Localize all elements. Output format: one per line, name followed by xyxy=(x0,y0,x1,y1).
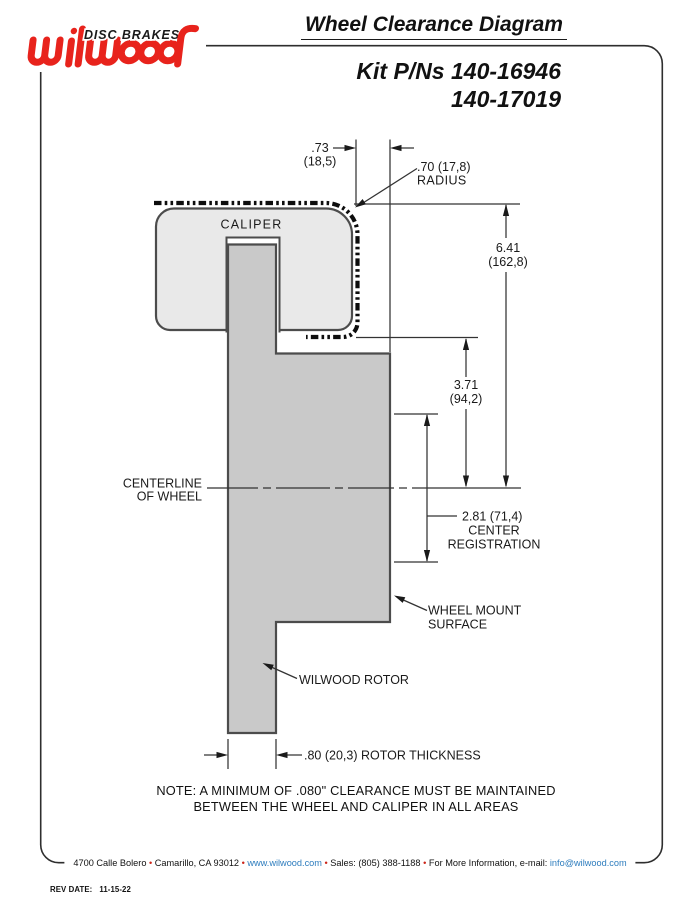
logo-tagline: DISC BRAKES xyxy=(84,28,180,42)
dimension-arrowheads xyxy=(216,144,510,759)
footer-address: 4700 Calle Bolero xyxy=(73,858,147,868)
dim-radius-line2: RADIUS xyxy=(417,174,467,188)
dim-radius-line1: .70 (17,8) xyxy=(417,160,471,174)
footer-more-info: For More Information, e-mail: xyxy=(428,858,548,868)
dim-height-mm: (162,8) xyxy=(488,255,528,269)
footer-bullet: • xyxy=(241,858,245,868)
rotor-cross-section xyxy=(226,243,392,735)
dim-height-inches: 6.41 xyxy=(496,241,520,255)
kit-line2: 140-17019 xyxy=(451,86,561,112)
footer-sales: Sales: (805) 388-1188 xyxy=(330,858,421,868)
logo-d-ascender xyxy=(174,24,200,68)
note-line2: BETWEEN THE WHEEL AND CALIPER IN ALL ARE… xyxy=(193,799,519,815)
rotor-label: WILWOOD ROTOR xyxy=(299,673,409,687)
footer-website-link[interactable]: www.wilwood.com xyxy=(247,858,322,868)
wheel-mount-label-line1: WHEEL MOUNT xyxy=(428,604,522,618)
centerline-label-line1: CENTERLINE xyxy=(123,477,202,491)
logo-i-dot xyxy=(70,27,78,35)
wheel-clearance-phantom-line xyxy=(154,200,360,340)
caliper-label: CALIPER xyxy=(221,218,283,232)
dim-register-line3: REGISTRATION xyxy=(448,538,541,552)
dim-mid-inches: 3.71 xyxy=(454,378,478,392)
rev-label: REV DATE: xyxy=(50,885,93,894)
centerline-label-line2: OF WHEEL xyxy=(137,490,202,504)
footer-bullet: • xyxy=(324,858,328,868)
dim-register-line1: 2.81 (71,4) xyxy=(462,510,522,524)
dim-thickness-label: .80 (20,3) ROTOR THICKNESS xyxy=(304,749,481,763)
kit-part-numbers: Kit P/Ns 140-16946 140-17019 xyxy=(340,57,561,113)
footer-bullet: • xyxy=(149,858,153,868)
footer-city: Camarillo, CA 93012 xyxy=(154,858,240,868)
wheel-mount-label-line2: SURFACE xyxy=(428,618,487,632)
dim-mid-mm: (94,2) xyxy=(450,392,483,406)
footer-bullet: • xyxy=(423,858,427,868)
clearance-note: NOTE: A MINIMUM OF .080" CLEARANCE MUST … xyxy=(6,783,700,815)
wilwood-logo: DISC BRAKES xyxy=(27,24,200,68)
revision-date: REV DATE: 11-15-22 xyxy=(50,885,131,894)
note-line1: NOTE: A MINIMUM OF .080" CLEARANCE MUST … xyxy=(156,783,556,798)
dim-gap-mm: (18,5) xyxy=(304,155,337,169)
dim-gap-inches: .73 xyxy=(311,141,328,155)
footer-contact-line: 4700 Calle Bolero • Camarillo, CA 93012 … xyxy=(64,856,636,870)
footer-email-link[interactable]: info@wilwood.com xyxy=(549,858,627,868)
dim-register-line2: CENTER xyxy=(468,524,519,538)
rev-value: 11-15-22 xyxy=(99,885,131,894)
page-title: Wheel Clearance Diagram xyxy=(301,13,567,40)
kit-line1: Kit P/Ns 140-16946 xyxy=(356,58,561,84)
